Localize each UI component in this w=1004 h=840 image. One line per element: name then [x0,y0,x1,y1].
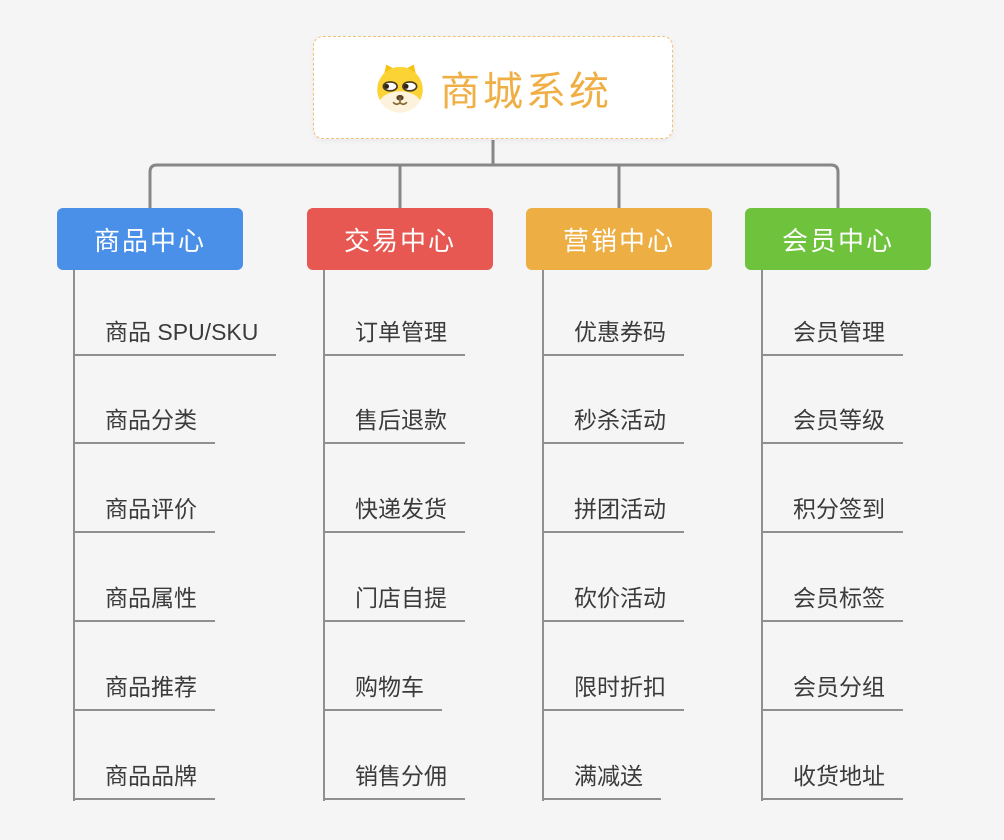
leaf-item[interactable]: 门店自提 [323,584,465,622]
leaf-item[interactable]: 会员等级 [761,406,903,444]
leaf-item[interactable]: 满减送 [542,762,661,800]
root-title: 商城系统 [440,69,612,114]
leaf-item[interactable]: 商品评价 [73,495,215,533]
branch-label: 交易中心 [343,225,456,256]
branch-node-trade[interactable]: 交易中心 [307,208,493,270]
leaf-item[interactable]: 购物车 [323,673,442,711]
leaf-item[interactable]: 商品推荐 [73,673,215,711]
leaf-item[interactable]: 秒杀活动 [542,406,684,444]
branch-node-products[interactable]: 商品中心 [57,208,243,270]
leaf-item[interactable]: 积分签到 [761,495,903,533]
leaf-item[interactable]: 优惠券码 [542,318,684,356]
leaf-item[interactable]: 快递发货 [323,495,465,533]
branch-node-marketing[interactable]: 营销中心 [526,208,712,270]
leaf-item[interactable]: 商品 SPU/SKU [73,318,277,356]
leaf-item[interactable]: 限时折扣 [542,673,684,711]
leaf-item[interactable]: 商品分类 [73,406,215,444]
leaf-item[interactable]: 砍价活动 [542,584,684,622]
leaf-item[interactable]: 会员管理 [761,318,903,356]
leaf-item[interactable]: 商品品牌 [73,762,215,800]
root-node[interactable]: 商城系统 [313,36,673,139]
leaf-item[interactable]: 收货地址 [761,762,903,800]
branch-label: 营销中心 [562,225,675,256]
leaf-item[interactable]: 商品属性 [73,584,215,622]
branch-label: 会员中心 [781,225,894,256]
branch-node-members[interactable]: 会员中心 [745,208,931,270]
leaf-item[interactable]: 拼团活动 [542,495,684,533]
leaf-item[interactable]: 订单管理 [323,318,465,356]
leaf-item[interactable]: 销售分佣 [323,762,465,800]
branch-label: 商品中心 [93,225,206,256]
leaf-item[interactable]: 售后退款 [323,406,465,444]
dog-face-icon [377,63,423,112]
leaf-item[interactable]: 会员标签 [761,584,903,622]
leaf-item[interactable]: 会员分组 [761,673,903,711]
